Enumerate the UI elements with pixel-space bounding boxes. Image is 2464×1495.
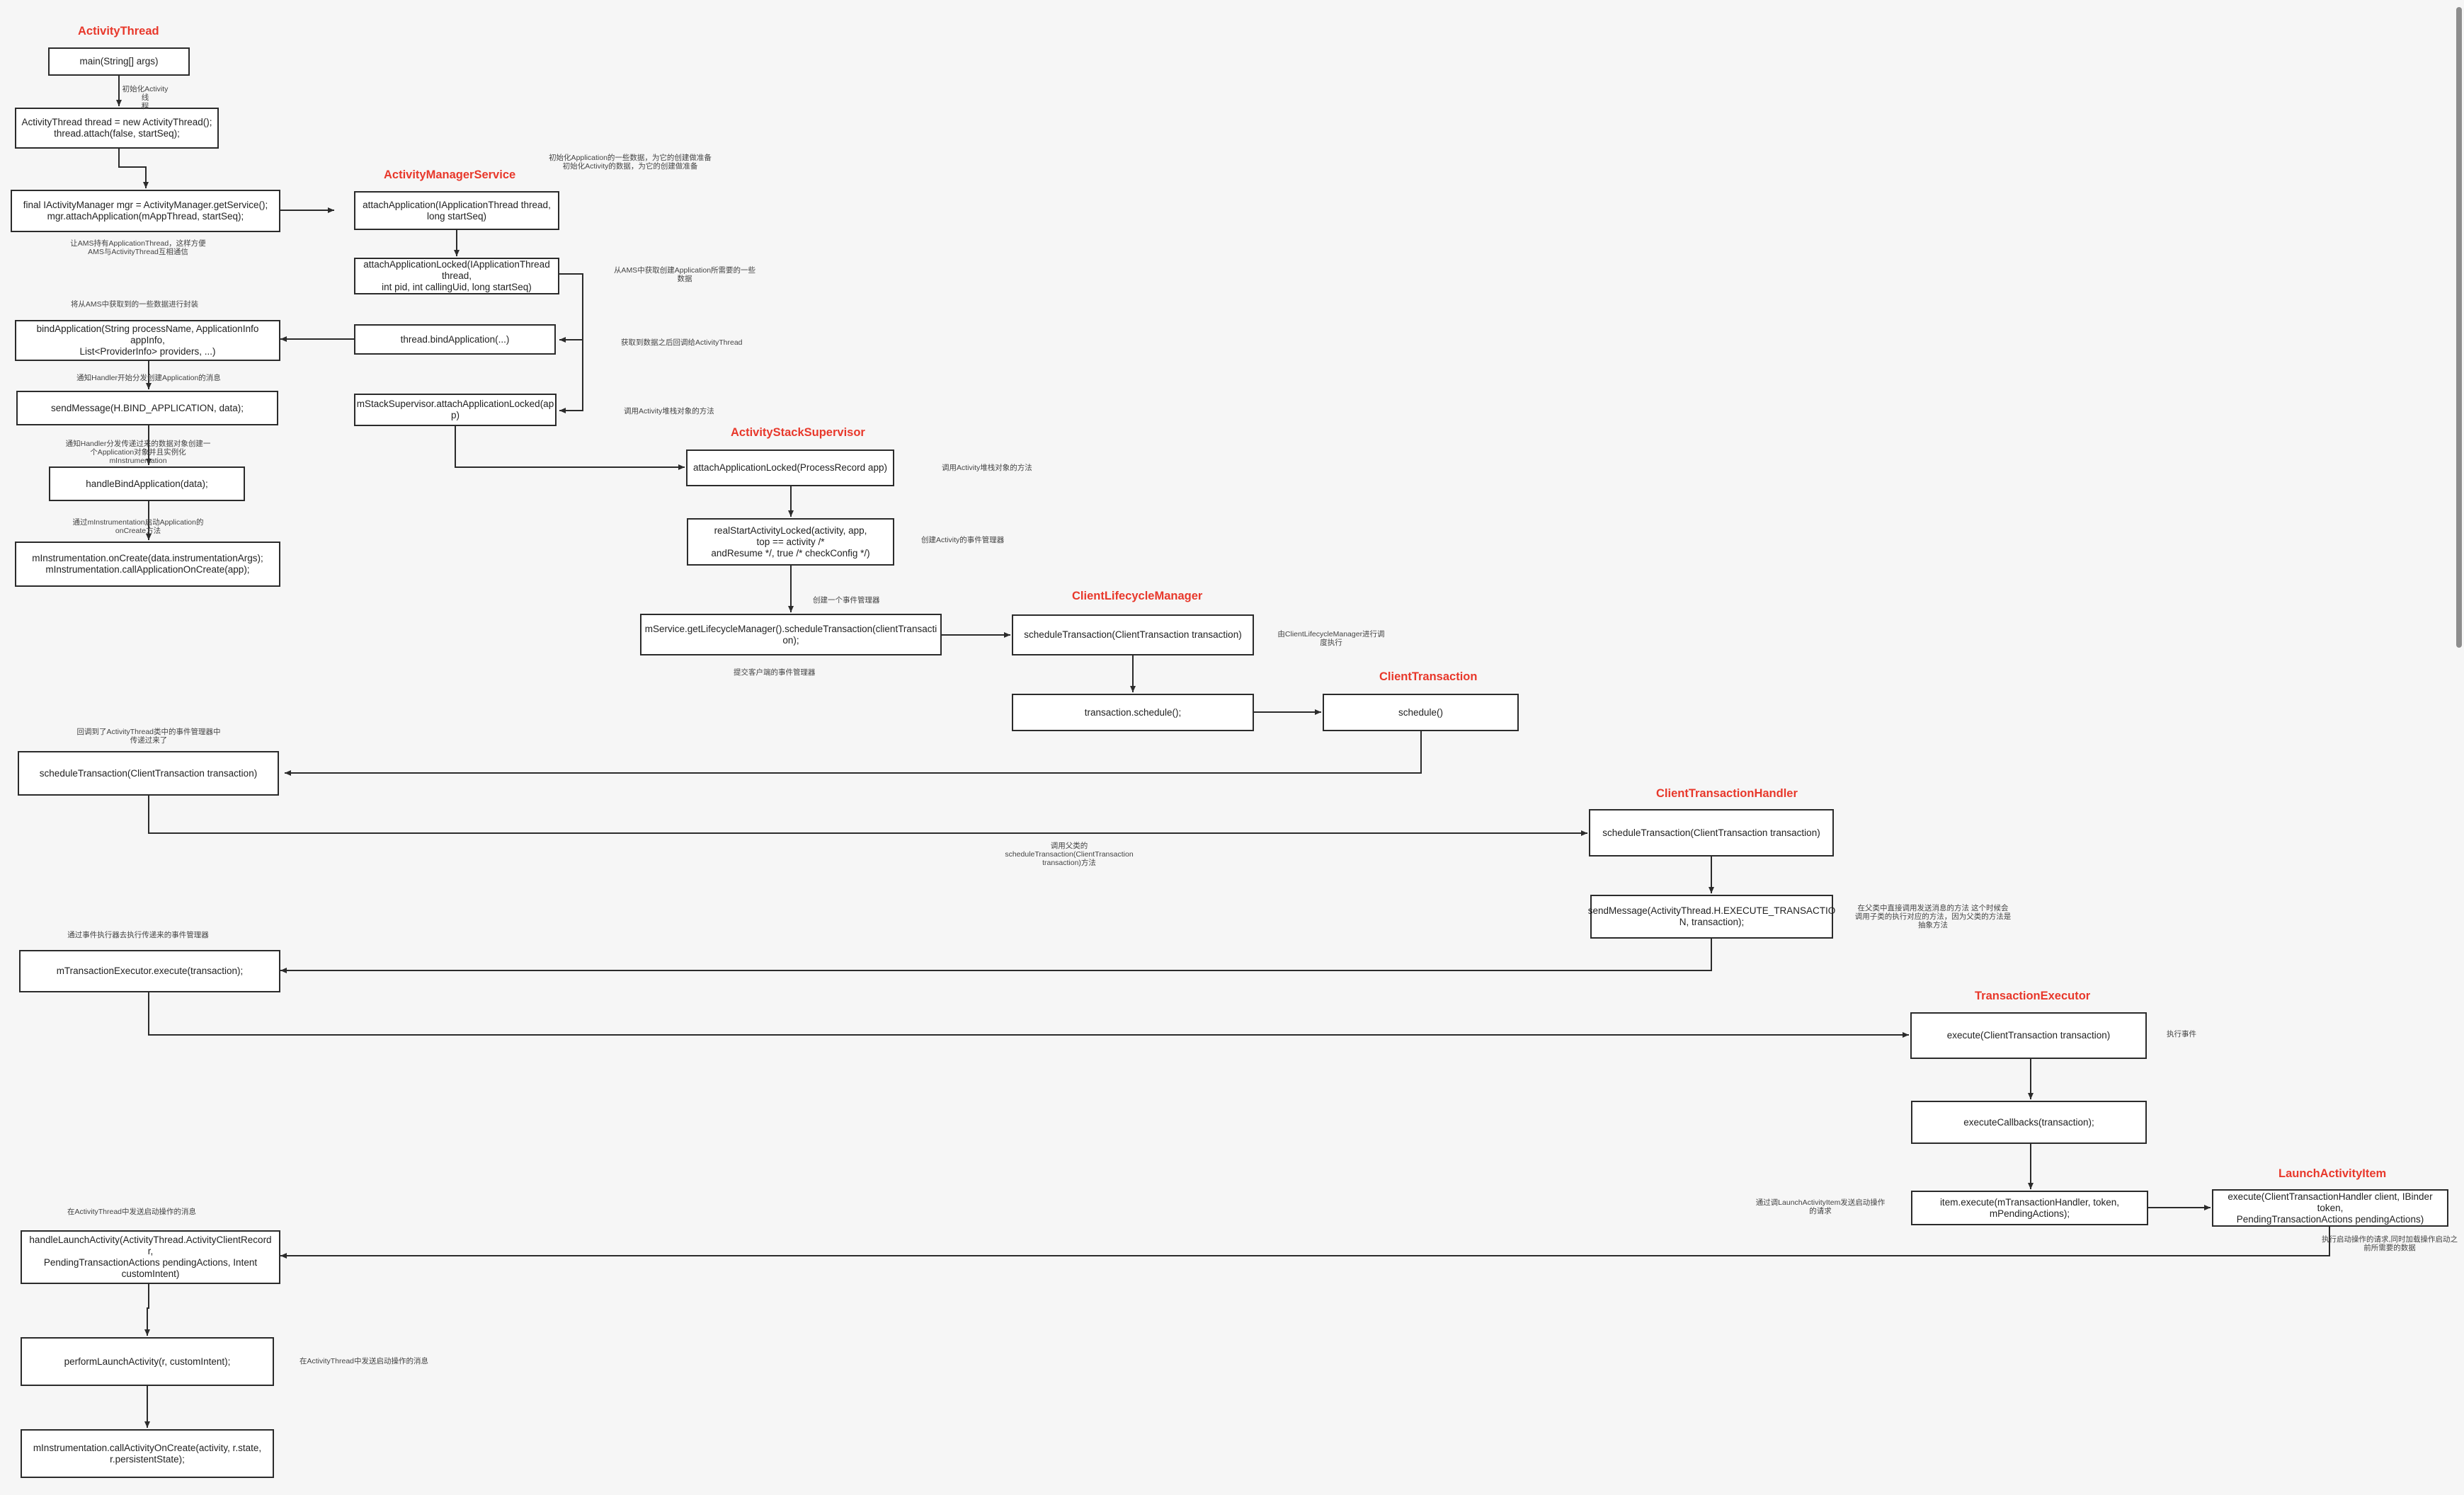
note-create-transaction: 创建一个事件管理器 xyxy=(813,596,880,605)
note-handler-create: 通知Handler开始分发创建Application的消息 xyxy=(76,374,221,382)
main-method-box[interactable]: main(String[] args) xyxy=(48,47,190,76)
note-parent-send: 在父类中直接调用发送消息的方法 这个时候会 调用子类的执行对应的方法，因为父类的… xyxy=(1854,904,2012,929)
item-execute-box[interactable]: item.execute(mTransactionHandler, token,… xyxy=(1911,1191,2148,1225)
title-activity-stack-supervisor: ActivityStackSupervisor xyxy=(731,426,865,439)
note-on-create: 通过mInstrumentation启动Application的 onCreat… xyxy=(72,518,204,535)
note-lifecycle-run: 由ClientLifecycleManager进行调 度执行 xyxy=(1277,630,1385,647)
title-client-transaction: ClientTransaction xyxy=(1379,670,1478,683)
arrow-executor-to-execute xyxy=(148,992,1909,1038)
note-init-thread: 初始化Activity线 程 xyxy=(122,85,169,110)
note-ams-data: 将从AMS中获取到的一些数据进行封装 xyxy=(70,300,199,309)
attach-application-box[interactable]: attachApplication(IApplicationThread thr… xyxy=(354,191,559,230)
schedule-transaction-service-box[interactable]: mService.getLifecycleManager().scheduleT… xyxy=(640,614,942,655)
arrow-launchitem-to-handlelaunch xyxy=(280,1227,2330,1259)
handle-launch-activity-box[interactable]: handleLaunchActivity(ActivityThread.Acti… xyxy=(21,1230,280,1284)
real-start-activity-box[interactable]: realStartActivityLocked(activity, app, t… xyxy=(687,518,894,566)
arrow-locked-to-stacksup xyxy=(559,340,583,413)
thread-bind-application-box[interactable]: thread.bindApplication(...) xyxy=(354,324,556,355)
supervisor-attach-locked-box[interactable]: attachApplicationLocked(ProcessRecord ap… xyxy=(686,449,894,486)
note-executor: 通过事件执行器去执行传递来的事件管理器 xyxy=(67,931,209,939)
instrumentation-on-create-box[interactable]: mInstrumentation.onCreate(data.instrumen… xyxy=(15,542,280,587)
launch-item-execute-box[interactable]: execute(ClientTransactionHandler client,… xyxy=(2212,1189,2448,1227)
schedule-box[interactable]: schedule() xyxy=(1323,694,1519,731)
lifecycle-schedule-transaction-box[interactable]: scheduleTransaction(ClientTransaction tr… xyxy=(1012,614,1254,655)
execute-box[interactable]: execute(ClientTransaction transaction) xyxy=(1910,1012,2147,1059)
note-thread-launch-msg-2: 在ActivityThread中发送启动操作的消息 xyxy=(300,1357,429,1365)
note-submit-transaction: 提交客户端的事件管理器 xyxy=(734,668,816,677)
arrow-threadschedule-to-handler xyxy=(148,796,1587,836)
handler-schedule-transaction-box[interactable]: scheduleTransaction(ClientTransaction tr… xyxy=(1589,809,1834,857)
arrow-stacksup-to-supervisor xyxy=(455,426,685,470)
arrow-schedule-to-threadschedule xyxy=(285,731,1422,776)
note-launch-request: 通过调LaunchActivityItem发送启动操作 的请求 xyxy=(1755,1198,1886,1215)
title-client-transaction-handler: ClientTransactionHandler xyxy=(1656,787,1798,800)
note-call-parent: 调用父类的 scheduleTransaction(ClientTransact… xyxy=(1005,842,1134,867)
executor-execute-box[interactable]: mTransactionExecutor.execute(transaction… xyxy=(19,950,280,992)
note-instrumentation: 通知Handler分发传递过来的数据对象创建一 个Application对象并且… xyxy=(65,440,211,465)
handle-bind-application-box[interactable]: handleBindApplication(data); xyxy=(49,466,245,501)
note-launch-data: 执行启动操作的请求,同时加载操作启动之 前所需要的数据 xyxy=(2322,1235,2458,1252)
note-send-to-thread: 获取到数据之后回调给ActivityThread xyxy=(621,338,743,347)
note-create-manager: 创建Activity的事件管理器 xyxy=(921,536,1005,544)
attach-application-locked-box[interactable]: attachApplicationLocked(IApplicationThre… xyxy=(354,258,559,294)
title-transaction-executor: TransactionExecutor xyxy=(1975,990,2091,1002)
arrow-locked-to-bindthread xyxy=(559,273,583,343)
note-execute-event: 执行事件 xyxy=(2167,1030,2196,1038)
note-ams-hold: 让AMS持有ApplicationThread，这样方便 AMS与Activit… xyxy=(70,239,206,256)
vertical-scrollbar[interactable] xyxy=(2456,7,2462,648)
get-service-box[interactable]: final IActivityManager mgr = ActivityMan… xyxy=(11,190,280,232)
thread-attach-box[interactable]: ActivityThread thread = new ActivityThre… xyxy=(15,108,219,149)
thread-schedule-transaction-box[interactable]: scheduleTransaction(ClientTransaction tr… xyxy=(18,751,279,796)
note-callback-thread: 回调到了ActivityThread类中的事件管理器中 传递过来了 xyxy=(76,728,221,745)
stack-supervisor-attach-box[interactable]: mStackSupervisor.attachApplicationLocked… xyxy=(354,394,557,426)
arrow-handlelaunch-to-perform xyxy=(144,1284,150,1336)
title-activity-manager-service: ActivityManagerService xyxy=(384,168,516,181)
title-activity-thread: ActivityThread xyxy=(78,25,159,38)
send-message-execute-box[interactable]: sendMessage(ActivityThread.H.EXECUTE_TRA… xyxy=(1588,895,1835,939)
bind-application-box[interactable]: bindApplication(String processName, Appl… xyxy=(15,320,280,361)
arrow-sendexecute-to-executor xyxy=(280,939,1712,973)
transaction-schedule-box[interactable]: transaction.schedule(); xyxy=(1012,694,1254,731)
note-get-app-data: 从AMS中获取创建Application所需要的一些 数据 xyxy=(613,266,756,283)
execute-callbacks-box[interactable]: executeCallbacks(transaction); xyxy=(1911,1101,2147,1144)
perform-launch-activity-box[interactable]: performLaunchActivity(r, customIntent); xyxy=(21,1337,274,1386)
note-thread-launch-msg: 在ActivityThread中发送启动操作的消息 xyxy=(67,1208,197,1216)
title-launch-activity-item: LaunchActivityItem xyxy=(2278,1167,2387,1180)
note-init-app: 初始化Application的一些数据，为它的创建做准备 初始化Activity… xyxy=(549,154,712,171)
title-client-lifecycle-manager: ClientLifecycleManager xyxy=(1072,590,1203,602)
note-supervisor-call: 调用Activity堆栈对象的方法 xyxy=(942,464,1032,472)
send-message-bind-box[interactable]: sendMessage(H.BIND_APPLICATION, data); xyxy=(16,391,278,425)
note-call-activity: 调用Activity堆栈对象的方法 xyxy=(624,407,714,416)
call-activity-on-create-box[interactable]: mInstrumentation.callActivityOnCreate(ac… xyxy=(21,1429,274,1478)
arrow-attach-to-getservice xyxy=(118,149,149,188)
